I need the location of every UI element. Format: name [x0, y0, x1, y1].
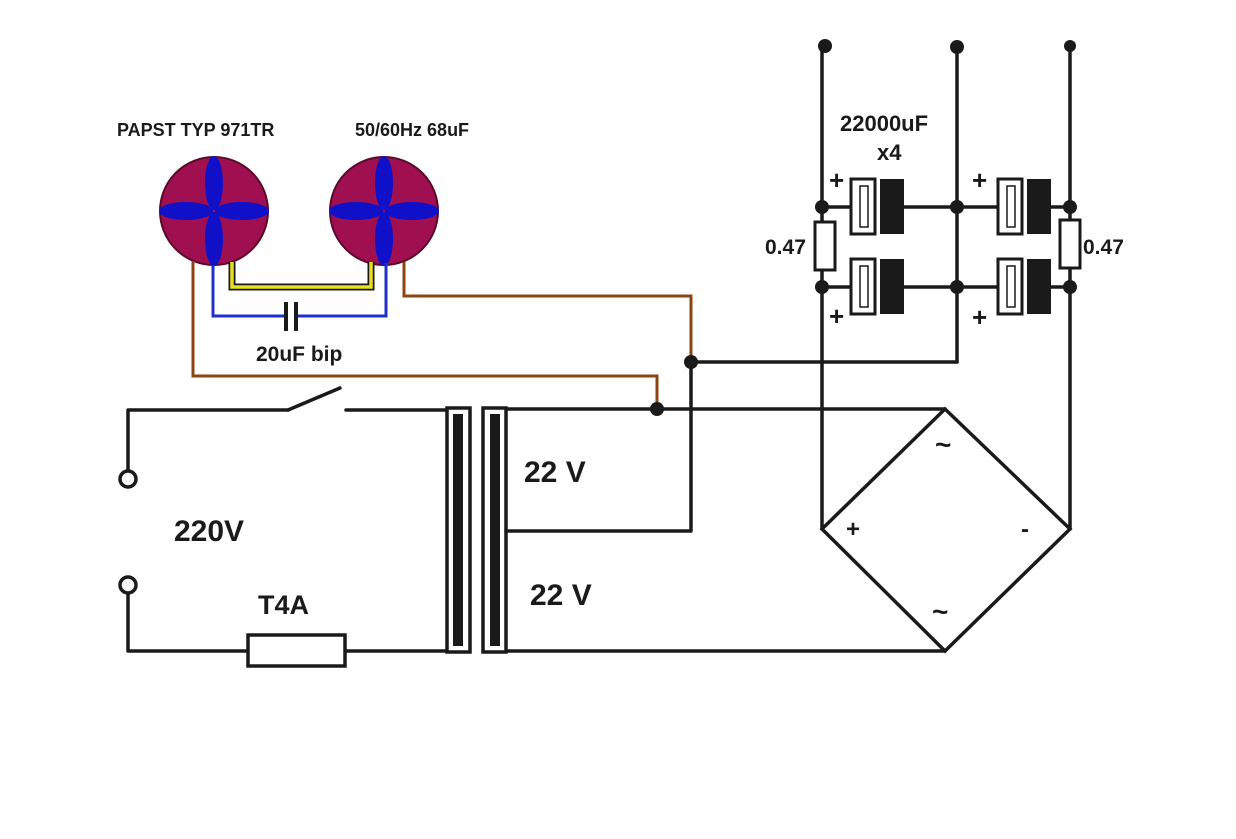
bridge-ac-symbol-top: ~ — [935, 429, 951, 460]
filter-capacitor-1 — [849, 177, 904, 236]
capacitor-plus-sign: + — [972, 302, 987, 332]
mains-voltage-label: 220V — [174, 515, 244, 548]
resistor-left — [813, 220, 837, 272]
transformer — [445, 406, 508, 654]
bridge-minus-sign: - — [1021, 516, 1029, 543]
bridge-ac-symbol-bottom: ~ — [932, 596, 948, 627]
fan-wire-blue — [211, 263, 388, 318]
secondary-top-voltage-label: 22 V — [524, 456, 586, 489]
resistor-right — [1058, 218, 1082, 270]
fan-right — [329, 156, 439, 266]
fan-wire-brown-left — [191, 261, 659, 409]
fan-wire-yellow — [228, 262, 375, 291]
capacitor-plus-sign: + — [972, 165, 987, 195]
junction-dots — [650, 39, 1077, 416]
fan-capacitor-label: 20uF bip — [256, 343, 342, 366]
fan-left — [159, 156, 269, 266]
fan-capacitor — [284, 302, 298, 331]
resistor-left-label: 0.47 — [765, 236, 806, 259]
fuse — [246, 633, 347, 668]
bridge-rectifier — [819, 406, 1073, 654]
mains-terminal-top — [118, 469, 138, 489]
filter-capacitor-4 — [996, 257, 1051, 316]
fan-model-label: PAPST TYP 971TR — [117, 120, 274, 140]
mains-terminal-bottom — [118, 575, 138, 595]
fuse-label: T4A — [258, 590, 309, 620]
capacitor-plus-sign: + — [829, 301, 844, 331]
filter-capacitor-3 — [849, 257, 904, 316]
filter-capacitor-count-label: x4 — [877, 140, 902, 165]
secondary-bottom-voltage-label: 22 V — [530, 579, 592, 612]
capacitor-plus-sign: + — [829, 165, 844, 195]
bridge-plus-sign: + — [846, 516, 860, 543]
secondary-wiring — [504, 43, 1072, 653]
mains-circuit — [126, 386, 449, 653]
filter-capacitor-value-label: 22000uF — [840, 111, 928, 136]
resistor-right-label: 0.47 — [1083, 236, 1124, 259]
filter-capacitor-2 — [996, 177, 1051, 236]
fan-wire-brown-right — [402, 262, 693, 362]
fan-spec-label: 50/60Hz 68uF — [355, 120, 469, 140]
